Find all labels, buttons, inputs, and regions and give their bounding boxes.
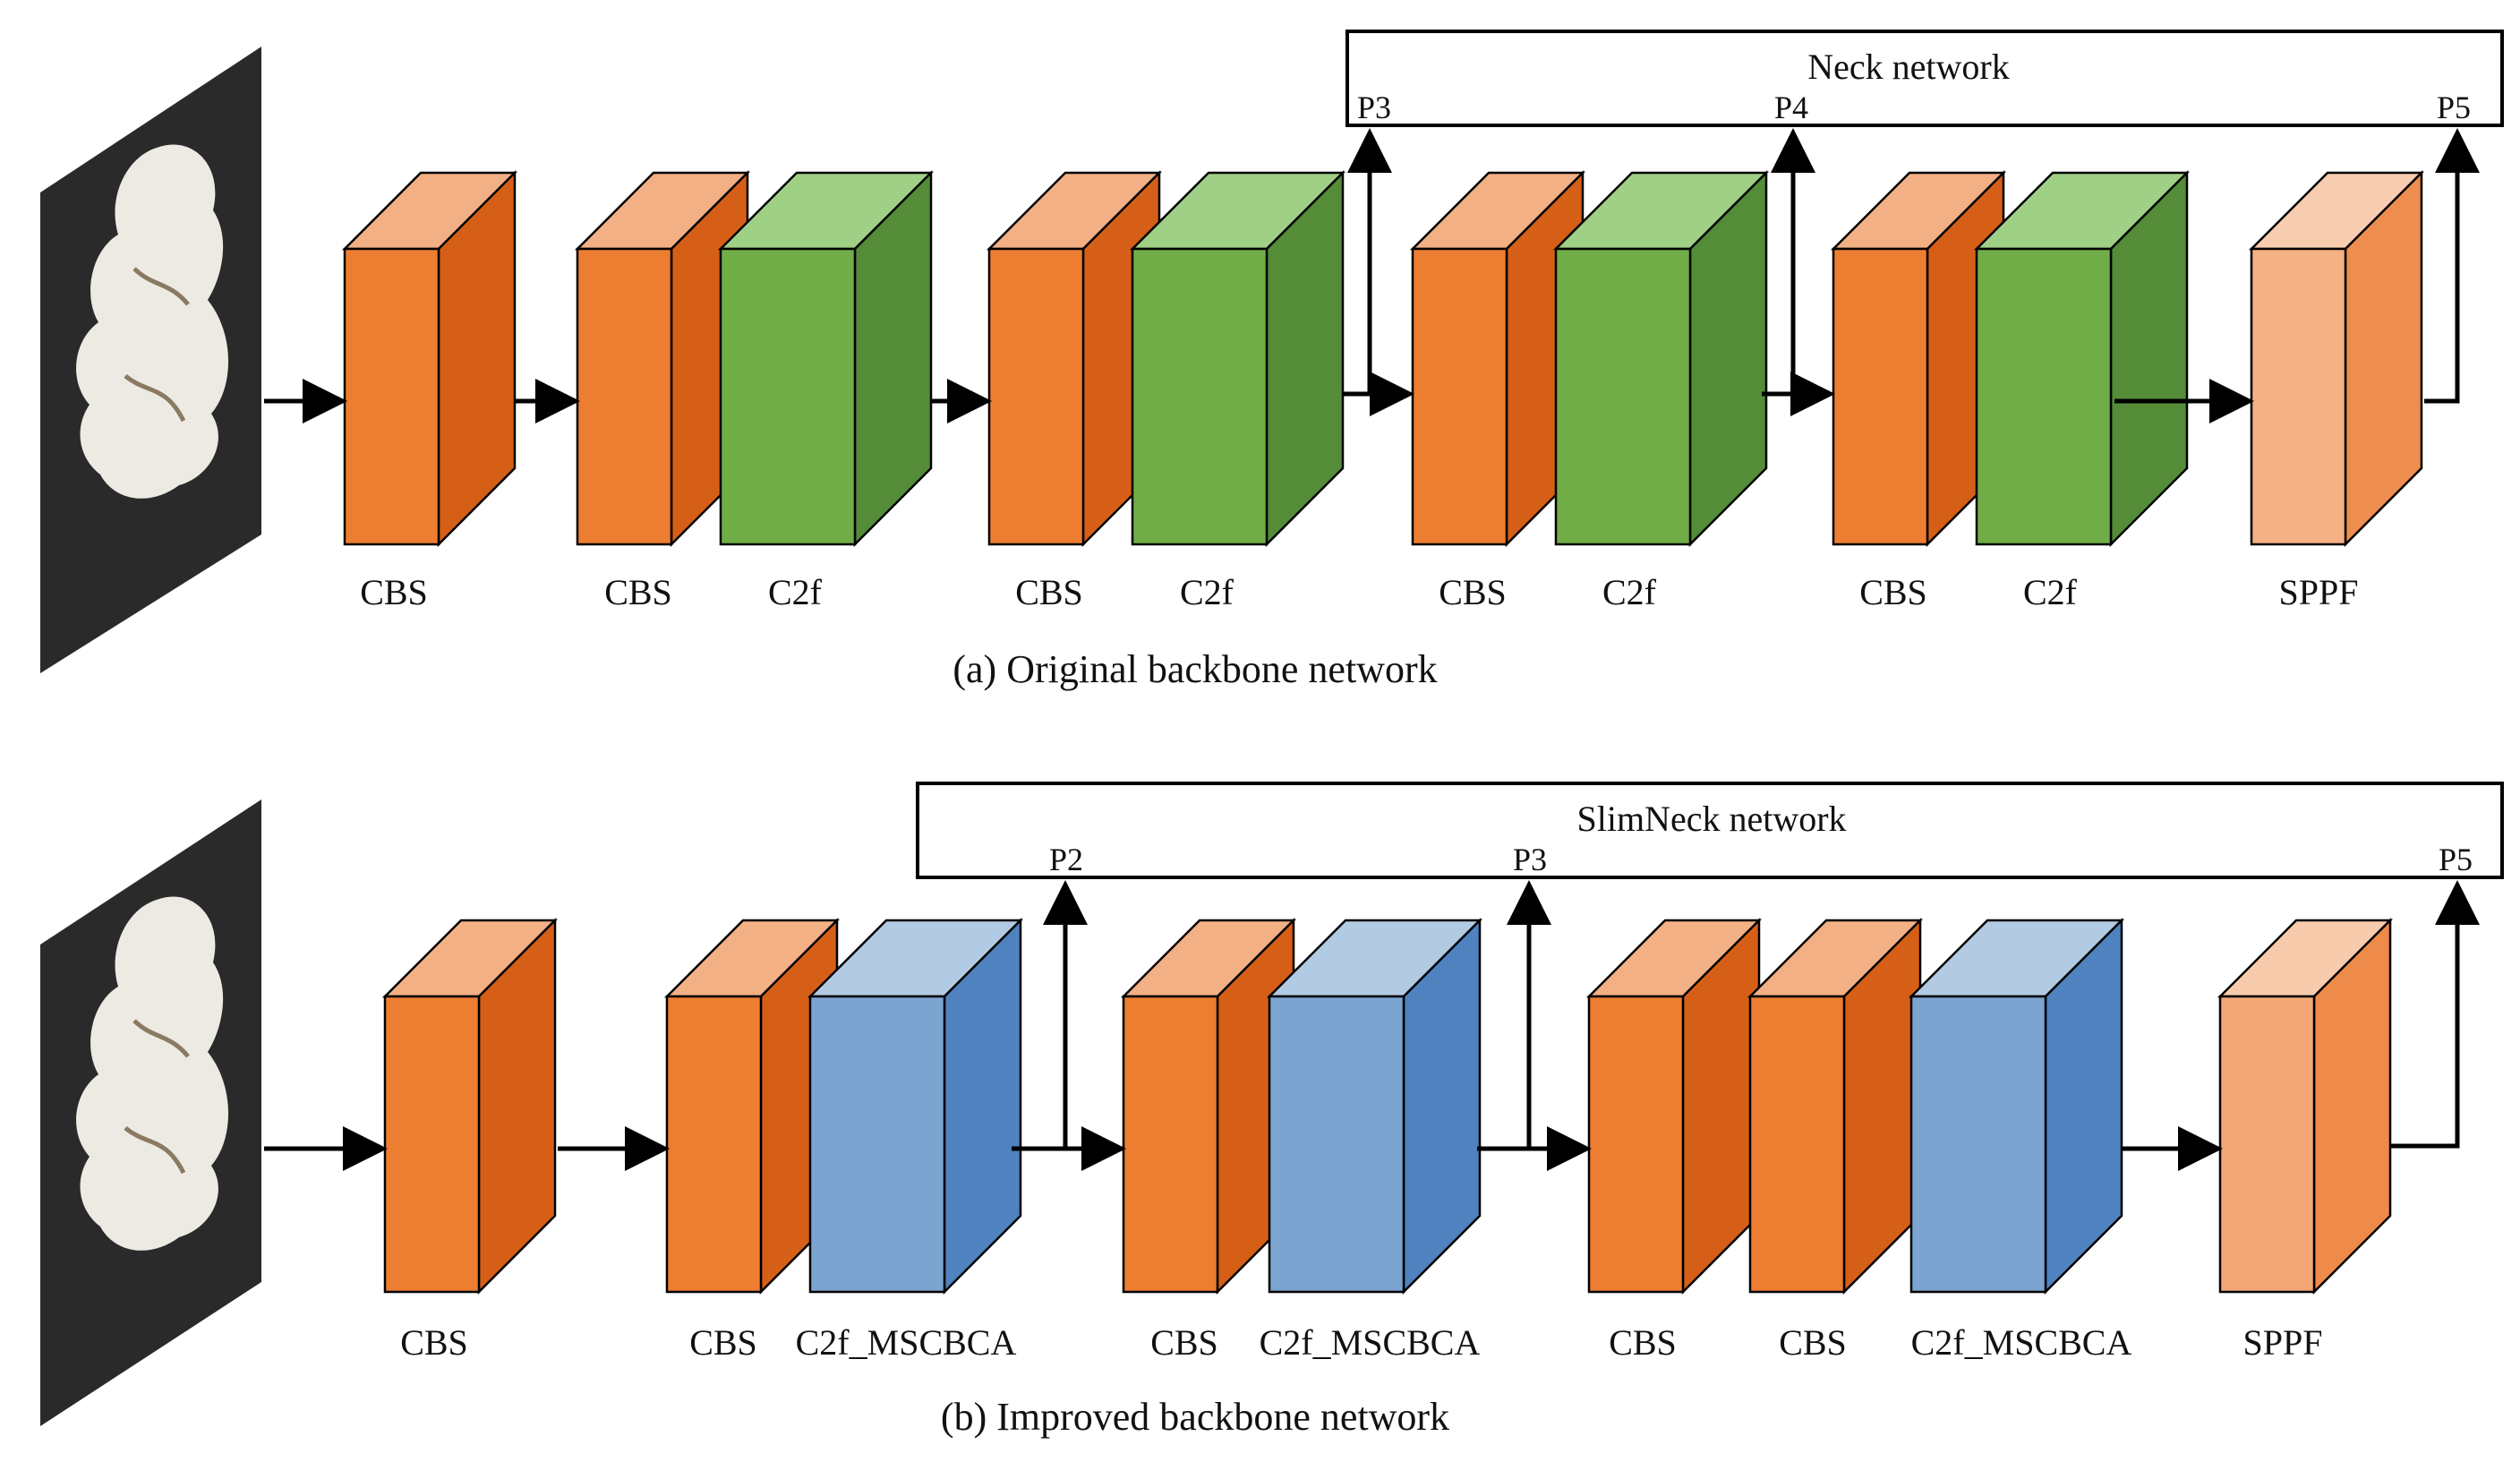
a-block-2-c2f bbox=[717, 169, 935, 548]
block-label-a-4: C2f bbox=[1180, 572, 1234, 612]
b-block-4-front-face bbox=[1268, 995, 1405, 1294]
a-block-6-c2f bbox=[1552, 169, 1770, 548]
panel-b-improved-backbone: SlimNeck network P2 P3 P5 CBS CBS C2f_MS… bbox=[40, 782, 2504, 1439]
caption-b: (b) Improved backbone network bbox=[941, 1395, 1449, 1439]
a-block-3-front-face bbox=[987, 247, 1085, 546]
block-labels-a: CBS CBS C2f CBS C2f CBS C2f CBS C2f SPPF bbox=[360, 572, 2358, 612]
caption-a: (a) Original backbone network bbox=[952, 647, 1437, 691]
a-block-0-cbs bbox=[341, 169, 518, 548]
a-block-4-c2f bbox=[1129, 169, 1346, 548]
input-image-a bbox=[40, 47, 261, 673]
b-block-6-cbs bbox=[1747, 917, 1924, 1295]
block-label-b-0: CBS bbox=[400, 1322, 468, 1363]
block-label-a-8: C2f bbox=[2023, 572, 2078, 612]
b-block-7-front-face bbox=[1909, 995, 2047, 1294]
tap-label-b-2: P5 bbox=[2439, 842, 2473, 877]
blocks-b bbox=[381, 917, 2394, 1295]
block-label-a-5: CBS bbox=[1439, 572, 1507, 612]
block-label-b-6: CBS bbox=[1779, 1322, 1847, 1363]
b-block-4-mscbca bbox=[1266, 917, 1483, 1295]
tap-label-a-0: P3 bbox=[1357, 90, 1391, 125]
cotton-sample-b bbox=[76, 896, 229, 1251]
a-block-9-front-face bbox=[2250, 247, 2347, 546]
tap-label-a-2: P5 bbox=[2437, 90, 2471, 125]
a-block-1-front-face bbox=[576, 247, 673, 546]
b-block-3-front-face bbox=[1122, 995, 1219, 1294]
block-label-b-7: C2f_MSCBCA bbox=[1911, 1322, 2132, 1363]
block-label-b-3: CBS bbox=[1150, 1322, 1218, 1363]
block-label-a-7: CBS bbox=[1859, 572, 1927, 612]
b-block-3-cbs bbox=[1120, 917, 1297, 1295]
arrows-b bbox=[264, 880, 2480, 1171]
slimneck-network-title: SlimNeck network bbox=[1576, 799, 1846, 839]
b-block-2-mscbca bbox=[807, 917, 1024, 1295]
b-block-6-front-face bbox=[1748, 995, 1846, 1294]
block-label-b-1: CBS bbox=[689, 1322, 757, 1363]
input-image-b bbox=[40, 799, 261, 1426]
a-block-5-front-face bbox=[1411, 247, 1508, 546]
block-label-b-2: C2f_MSCBCA bbox=[796, 1322, 1017, 1363]
b-block-2-front-face bbox=[808, 995, 946, 1294]
b-block-5-front-face bbox=[1587, 995, 1685, 1294]
slimneck-network-box: SlimNeck network P2 P3 P5 bbox=[916, 782, 2504, 879]
a-block-8-front-face bbox=[1975, 247, 2113, 546]
block-label-b-5: CBS bbox=[1609, 1322, 1677, 1363]
panel-a-original-backbone: Neck network P3 P4 P5 CBS CBS C2f CBS C2… bbox=[40, 30, 2504, 691]
neck-network-box: Neck network P3 P4 P5 bbox=[1345, 30, 2504, 127]
a-block-8-c2f bbox=[1973, 169, 2191, 548]
b-block-5-cbs bbox=[1585, 917, 1763, 1295]
neck-network-title: Neck network bbox=[1807, 47, 2009, 87]
block-label-a-2: C2f bbox=[768, 572, 823, 612]
block-label-a-1: CBS bbox=[604, 572, 672, 612]
b-block-7-mscbca bbox=[1908, 917, 2125, 1295]
block-label-a-3: CBS bbox=[1015, 572, 1083, 612]
block-label-b-8: SPPF bbox=[2243, 1322, 2323, 1363]
block-label-b-4: C2f_MSCBCA bbox=[1260, 1322, 1481, 1363]
block-label-a-9: SPPF bbox=[2279, 572, 2359, 612]
blocks-a bbox=[341, 169, 2425, 548]
cotton-sample-a bbox=[76, 144, 229, 499]
tap-label-a-1: P4 bbox=[1774, 90, 1808, 125]
b-block-8-sppf_b bbox=[2217, 917, 2394, 1295]
tap-label-b-1: P3 bbox=[1513, 842, 1547, 877]
tap-label-b-0: P2 bbox=[1049, 842, 1083, 877]
block-labels-b: CBS CBS C2f_MSCBCA CBS C2f_MSCBCA CBS CB… bbox=[400, 1322, 2322, 1363]
a-block-9-sppf_a bbox=[2248, 169, 2425, 548]
b-block-8-front-face bbox=[2218, 995, 2316, 1294]
b-block-1-front-face bbox=[665, 995, 763, 1294]
a-block-6-front-face bbox=[1554, 247, 1692, 546]
block-label-a-0: CBS bbox=[360, 572, 428, 612]
arrows-a bbox=[264, 128, 2480, 423]
a-block-2-front-face bbox=[719, 247, 857, 546]
a-block-4-front-face bbox=[1131, 247, 1269, 546]
a-block-0-front-face bbox=[343, 247, 440, 546]
b-block-0-front-face bbox=[383, 995, 481, 1294]
a-block-7-front-face bbox=[1832, 247, 1929, 546]
b-block-0-cbs bbox=[381, 917, 559, 1295]
block-label-a-6: C2f bbox=[1602, 572, 1657, 612]
